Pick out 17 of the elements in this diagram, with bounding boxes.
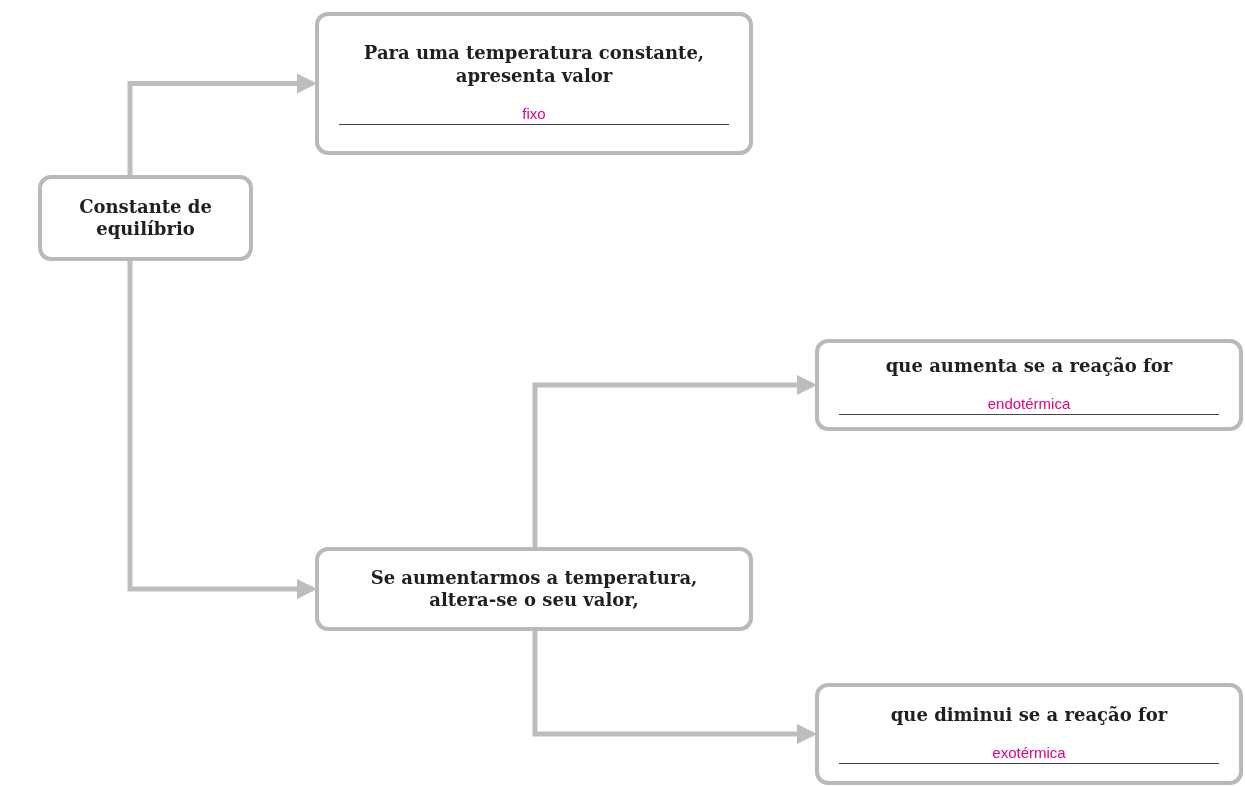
arrow	[127, 261, 317, 599]
arrow	[532, 375, 817, 547]
concept-text: Constante de equilíbrio	[78, 195, 213, 241]
arrow	[532, 631, 817, 744]
answer-line: fixo	[339, 105, 729, 125]
concept-box	[38, 175, 253, 261]
concept-box	[815, 683, 1243, 785]
concept-text: que aumenta se a reação for	[885, 354, 1173, 378]
concept-text: Se aumentarmos a temperatura, altera-se o seu valor,	[369, 566, 699, 612]
concept-box	[315, 547, 753, 631]
concept-text: que diminui se a reação for	[890, 703, 1168, 727]
concept-box	[315, 12, 753, 155]
concept-text: Para uma temperatura constante, apresenta valor	[362, 42, 706, 87]
arrow	[127, 73, 317, 175]
concept-box	[815, 339, 1243, 431]
answer-line: endotérmica	[839, 395, 1219, 416]
answer-line: exotérmica	[839, 744, 1219, 765]
